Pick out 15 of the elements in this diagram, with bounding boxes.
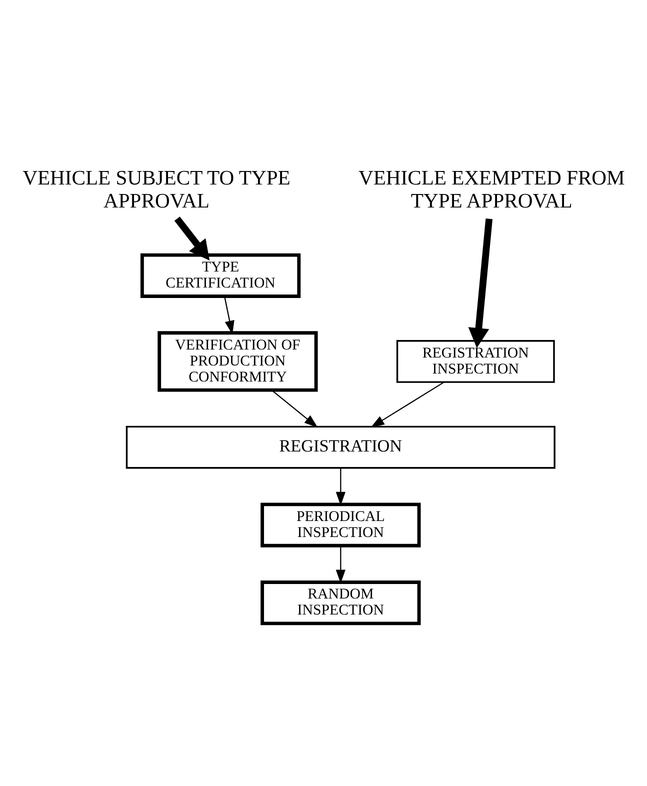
arrow — [224, 296, 234, 334]
arrow — [174, 216, 210, 260]
node-box: REGISTRATION INSPECTION — [396, 340, 555, 382]
arrow — [272, 389, 318, 428]
node-text: VEHICLE SUBJECT TO TYPE APPROVAL — [22, 167, 290, 212]
node-box: VERIFICATION OF PRODUCTION CONFORMITY — [158, 330, 318, 392]
node-box: TYPE CERTIFICATION — [140, 252, 301, 298]
node-box: RANDOM INSPECTION — [260, 580, 421, 625]
node-box: PERIODICAL INSPECTION — [260, 502, 421, 547]
node-text: VEHICLE EXEMPTED FROM TYPE APPROVAL — [358, 167, 625, 212]
arrow — [336, 468, 346, 506]
arrow — [370, 381, 444, 428]
arrow — [336, 546, 346, 583]
node-box: REGISTRATION — [126, 425, 556, 468]
arrow — [468, 218, 493, 348]
